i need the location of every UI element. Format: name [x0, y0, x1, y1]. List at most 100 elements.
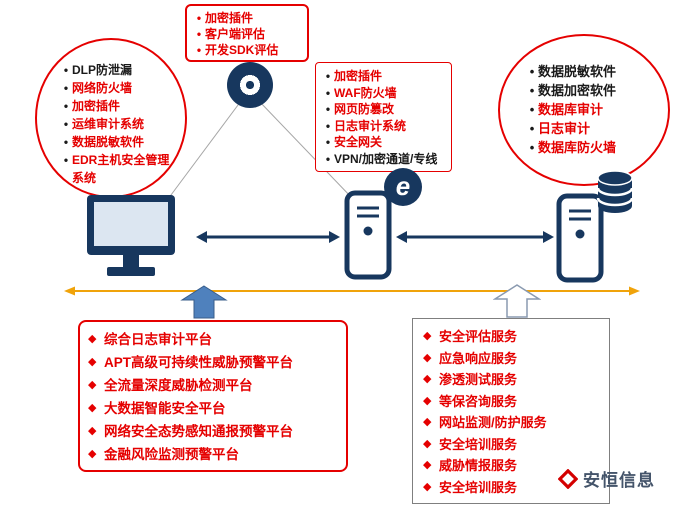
list-item: • 加密插件	[60, 97, 173, 115]
bullet-icon: •	[196, 11, 202, 25]
ie-browser-icon: e	[384, 168, 422, 206]
list-item: • DLP防泄漏	[60, 61, 173, 79]
list-item: • 日志审计系统	[322, 118, 445, 135]
bullet-icon: •	[63, 81, 69, 95]
list-item: • 开发SDK评估	[193, 42, 301, 58]
security-service-list: ◆ 安全评估服务 ◆ 应急响应服务 ◆ 渗透测试服务 ◆ 等保咨询服务 ◆ 网站…	[423, 326, 599, 498]
bullet-icon: •	[529, 140, 535, 155]
diamond-icon: ◆	[423, 330, 432, 342]
item-label: 数据脱敏软件	[538, 64, 617, 79]
bullet-icon: •	[325, 102, 331, 116]
gateway-security-box: • 加密插件 • WAF防火墙 • 网页防篡改 • 日志审计系统 • 安全网关 …	[315, 62, 452, 172]
bullet-icon: •	[63, 117, 69, 131]
item-label: 应急响应服务	[439, 350, 518, 366]
item-label: 综合日志审计平台	[104, 332, 212, 347]
diamond-icon: ◆	[423, 394, 432, 407]
client-plugin-box: • 加密插件 • 客户端评估 • 开发SDK评估	[185, 4, 309, 62]
list-item: ◆ 综合日志审计平台	[88, 328, 338, 351]
diamond-icon: ◆	[423, 480, 432, 493]
database-icon	[596, 170, 634, 213]
list-item: • 网页防篡改	[322, 101, 445, 118]
list-item: ◆ 网络安全态势感知通报预警平台	[88, 420, 338, 443]
item-label: DLP防泄漏	[72, 63, 133, 77]
list-item: • 数据加密软件	[526, 81, 656, 100]
gateway-security-list: • 加密插件 • WAF防火墙 • 网页防篡改 • 日志审计系统 • 安全网关 …	[322, 68, 445, 167]
item-label: 运维审计系统	[72, 117, 145, 131]
bullet-icon: •	[529, 64, 535, 79]
item-label: EDR主机安全管理系统	[72, 153, 170, 185]
list-item: • 日志审计	[526, 119, 656, 138]
database-security-list: • 数据脱敏软件 • 数据加密软件 • 数据库审计 • 日志审计 • 数据库防火…	[526, 62, 656, 157]
item-label: 客户端评估	[205, 27, 266, 41]
item-label: 加密插件	[334, 69, 383, 83]
list-item: ◆ 渗透测试服务	[423, 369, 599, 391]
terminal-security-list: • DLP防泄漏 • 网络防火墙 • 加密插件 • 运维审计系统 • 数据脱敏软…	[60, 61, 173, 187]
security-platform-list: ◆ 综合日志审计平台 ◆ APT高级可持续性威胁预警平台 ◆ 全流量深度威胁检测…	[88, 328, 338, 466]
item-label: 数据加密软件	[538, 83, 617, 98]
list-item: ◆ 全流量深度威胁检测平台	[88, 374, 338, 397]
item-label: 等保咨询服务	[439, 393, 518, 409]
diamond-icon: ◆	[88, 425, 97, 437]
brand-logo-icon	[558, 468, 578, 489]
bullet-icon: •	[63, 63, 69, 77]
item-label: 数据库审计	[538, 102, 604, 117]
bullet-icon: •	[325, 135, 331, 149]
list-item: • 数据库防火墙	[526, 138, 656, 157]
bullet-icon: •	[196, 27, 202, 41]
item-label: 全流量深度威胁检测平台	[104, 378, 253, 393]
list-item: • 客户端评估	[193, 26, 301, 42]
list-item: • 安全网关	[322, 134, 445, 151]
list-item: ◆ 安全评估服务	[423, 326, 599, 348]
item-label: 网站监测/防护服务	[439, 415, 547, 430]
list-item: ◆ 安全培训服务	[423, 434, 599, 456]
list-item: • EDR主机安全管理系统	[60, 151, 173, 187]
bullet-icon: •	[325, 151, 331, 166]
database-server-icon	[556, 193, 604, 283]
item-label: 日志审计系统	[334, 118, 407, 133]
diamond-icon: ◆	[423, 459, 432, 471]
list-item: • 运维审计系统	[60, 115, 173, 133]
security-platform-box: ◆ 综合日志审计平台 ◆ APT高级可持续性威胁预警平台 ◆ 全流量深度威胁检测…	[78, 320, 348, 472]
bullet-icon: •	[325, 69, 331, 83]
diamond-icon: ◆	[88, 448, 97, 460]
list-item: ◆ 等保咨询服务	[423, 391, 599, 413]
item-label: 大数据智能安全平台	[104, 401, 226, 416]
item-label: 威胁情报服务	[439, 458, 518, 473]
disc-icon	[227, 62, 273, 108]
list-item: • WAF防火墙	[322, 85, 445, 102]
desktop-icon	[87, 195, 175, 276]
list-item: ◆ 安全培训服务	[423, 477, 599, 499]
item-label: 网页防篡改	[334, 102, 395, 116]
item-label: 安全培训服务	[439, 436, 518, 452]
bullet-icon: •	[63, 99, 69, 113]
item-label: VPN/加密通道/专线	[334, 151, 438, 166]
item-label: 渗透测试服务	[439, 372, 518, 387]
diamond-icon: ◆	[423, 351, 432, 364]
up-arrow-white-icon	[493, 284, 541, 318]
item-label: 安全评估服务	[439, 329, 518, 344]
list-item: • 数据脱敏软件	[526, 62, 656, 81]
item-label: 开发SDK评估	[205, 43, 279, 57]
diamond-icon: ◆	[423, 437, 432, 450]
item-label: WAF防火墙	[334, 85, 397, 100]
list-item: • 加密插件	[322, 68, 445, 85]
bullet-icon: •	[529, 83, 535, 98]
diamond-icon: ◆	[423, 416, 432, 428]
item-label: 数据脱敏软件	[72, 135, 145, 149]
item-label: 金融风险监测预警平台	[104, 447, 239, 462]
brand-logo-text: 安恒信息	[583, 471, 655, 490]
bullet-icon: •	[325, 85, 331, 100]
list-item: • 网络防火墙	[60, 79, 173, 97]
bullet-icon: •	[325, 118, 331, 133]
gateway-server-icon	[344, 190, 392, 280]
list-item: ◆ APT高级可持续性威胁预警平台	[88, 351, 338, 374]
diamond-icon: ◆	[88, 402, 97, 414]
item-label: 加密插件	[72, 99, 121, 113]
client-plugin-list: • 加密插件 • 客户端评估 • 开发SDK评估	[193, 10, 301, 58]
item-label: APT高级可持续性威胁预警平台	[104, 355, 293, 370]
bullet-icon: •	[529, 102, 535, 117]
list-item: ◆ 大数据智能安全平台	[88, 397, 338, 420]
security-service-box: ◆ 安全评估服务 ◆ 应急响应服务 ◆ 渗透测试服务 ◆ 等保咨询服务 ◆ 网站…	[412, 318, 610, 504]
